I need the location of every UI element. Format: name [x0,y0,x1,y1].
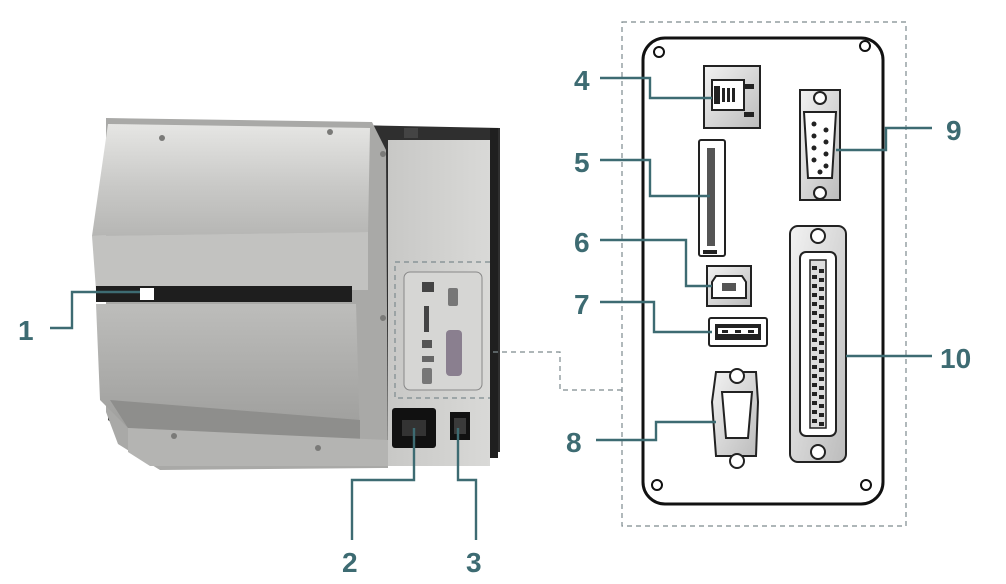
callout-5: 5 [574,147,590,178]
ethernet-port-icon [703,65,761,129]
callout-10: 10 [940,343,971,374]
leader-line-4 [600,76,712,100]
gpio-port-icon [710,368,760,469]
parallel-pin [819,377,824,381]
parallel-pin [812,392,817,396]
parallel-pin [819,422,824,426]
callout-8: 8 [566,427,582,458]
parallel-pin [819,332,824,336]
leader-line-1 [50,290,140,330]
callout-labels: 1 2 3 4 5 6 7 8 9 10 [18,65,971,578]
parallel-pin [812,410,817,414]
screw-hole-icon [651,479,663,491]
detail-connector-line [493,351,626,391]
usb-b-port-icon [706,265,752,307]
parallel-pin [819,386,824,390]
parallel-pin [819,350,824,354]
parallel-pin [819,269,824,273]
photo-interface-plate [403,271,483,391]
parallel-pin [812,365,817,369]
interface-detail [621,21,907,527]
parallel-pin [812,338,817,342]
parallel-pin [812,356,817,360]
callout-6: 6 [574,227,590,258]
parallel-pin [819,413,824,417]
parallel-pin [819,368,824,372]
parallel-pin [819,341,824,345]
parallel-pin [812,329,817,333]
sd-card-slot-icon [698,139,726,257]
parallel-pin [819,314,824,318]
parallel-pin [812,374,817,378]
leader-line-9 [836,126,932,152]
callout-2: 2 [342,547,358,578]
leader-line-2 [350,428,416,540]
parallel-pin [819,296,824,300]
parallel-pin [812,311,817,315]
parallel-pin [819,323,824,327]
leader-lines [50,76,932,540]
parallel-pin [819,395,824,399]
parallel-pin [812,293,817,297]
callout-4: 4 [574,65,590,96]
callout-1: 1 [18,315,34,346]
leader-line-8 [596,420,716,442]
detail-dashed-box [621,21,907,527]
leader-line-7 [600,300,712,334]
parallel-pin [812,347,817,351]
parallel-port-icon [789,225,847,463]
rs232-port-icon [799,89,841,201]
screw-hole-icon [859,40,871,52]
parallel-pin [812,284,817,288]
callout-9: 9 [946,115,962,146]
usb-a-port-icon [708,317,768,347]
parallel-pin [812,401,817,405]
leader-line-5 [600,158,710,198]
parallel-pin [812,320,817,324]
parallel-pin [812,419,817,423]
parallel-pin [812,383,817,387]
callout-7: 7 [574,289,590,320]
screw-hole-icon [860,479,872,491]
leader-line-6 [600,238,712,288]
callout-3: 3 [466,547,482,578]
parallel-pin [812,266,817,270]
parallel-pin [819,287,824,291]
printer-rear-photo [92,118,500,470]
leader-line-3 [456,428,478,540]
parallel-pin [819,404,824,408]
parallel-pin [819,359,824,363]
parallel-pin [812,275,817,279]
parallel-pin [819,278,824,282]
parallel-pin [812,302,817,306]
screw-hole-icon [653,46,665,58]
printer-top-cover [92,124,370,236]
parallel-pin [819,305,824,309]
paper-exit-slot [96,286,352,302]
